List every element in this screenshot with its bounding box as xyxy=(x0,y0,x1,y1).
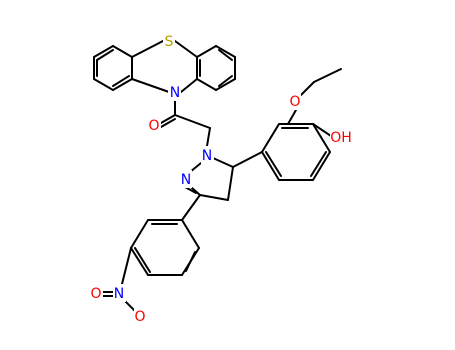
bond-55 xyxy=(310,151,327,177)
bond-42 xyxy=(185,251,196,272)
bond-12 xyxy=(215,78,236,91)
bond-24 xyxy=(160,118,176,128)
bond-36 xyxy=(130,247,149,276)
bond-1 xyxy=(112,45,133,58)
svg-text:O: O xyxy=(148,118,159,134)
bond-35 xyxy=(130,219,149,249)
atom-label-layer: S N O N N O OH xyxy=(90,32,353,325)
atom-nitro-oxygen-right: O xyxy=(134,307,147,325)
bond-15 xyxy=(218,49,233,61)
bond-57 xyxy=(287,109,297,125)
bond-29 xyxy=(191,187,201,196)
bond-20 xyxy=(131,78,170,93)
atom-nitro-nitrogen: N xyxy=(113,284,126,302)
bond-18 xyxy=(131,40,164,58)
atom-hydroxyl: OH xyxy=(330,128,353,146)
bond-53 xyxy=(261,151,280,181)
bond-41 xyxy=(134,247,151,273)
bond-4 xyxy=(93,78,114,91)
svg-text:OH: OH xyxy=(330,130,352,146)
svg-text:N: N xyxy=(181,172,191,188)
bond-16 xyxy=(218,75,233,87)
bond-58 xyxy=(300,81,315,96)
bond-27 xyxy=(212,157,234,168)
svg-text:S: S xyxy=(165,34,174,50)
bond-39 xyxy=(181,219,200,249)
bond-32 xyxy=(227,166,234,201)
atom-nitro-oxygen-left: O xyxy=(90,284,103,302)
bond-23 xyxy=(160,114,176,124)
svg-text:N: N xyxy=(170,85,180,101)
svg-text:O: O xyxy=(134,309,145,325)
bond-59 xyxy=(313,68,342,83)
atom-pyrazoline-n2: N xyxy=(179,170,192,188)
bond-9 xyxy=(196,45,217,58)
bond-50 xyxy=(312,123,331,153)
bond-25 xyxy=(174,114,211,129)
bond-47 xyxy=(232,151,263,168)
bond-0 xyxy=(93,45,114,58)
atom-sulfur: S xyxy=(163,32,175,50)
bond-6 xyxy=(96,49,114,61)
svg-text:N: N xyxy=(114,286,124,302)
bond-33 xyxy=(181,194,201,221)
bond-31 xyxy=(199,194,229,201)
atom-phenothiazine-nitrogen: N xyxy=(168,83,181,101)
bond-10 xyxy=(215,45,236,58)
bond-21 xyxy=(180,78,198,93)
bond-13 xyxy=(196,78,217,91)
bond-56 xyxy=(265,151,282,177)
svg-text:O: O xyxy=(289,94,300,110)
svg-text:O: O xyxy=(90,286,101,302)
atom-carbonyl-oxygen: O xyxy=(148,116,161,134)
bond-60 xyxy=(312,123,332,137)
bond-3 xyxy=(112,78,133,91)
bond-layer xyxy=(93,40,342,312)
bond-19 xyxy=(174,40,198,58)
bond-7 xyxy=(112,75,130,87)
bond-51 xyxy=(312,151,331,181)
bond-43 xyxy=(121,247,132,285)
atom-pyrazoline-n1: N xyxy=(201,146,214,164)
bond-26 xyxy=(206,127,211,147)
svg-text:N: N xyxy=(202,148,212,164)
bond-48 xyxy=(261,123,280,153)
atom-ethoxy-oxygen: O xyxy=(288,92,301,110)
